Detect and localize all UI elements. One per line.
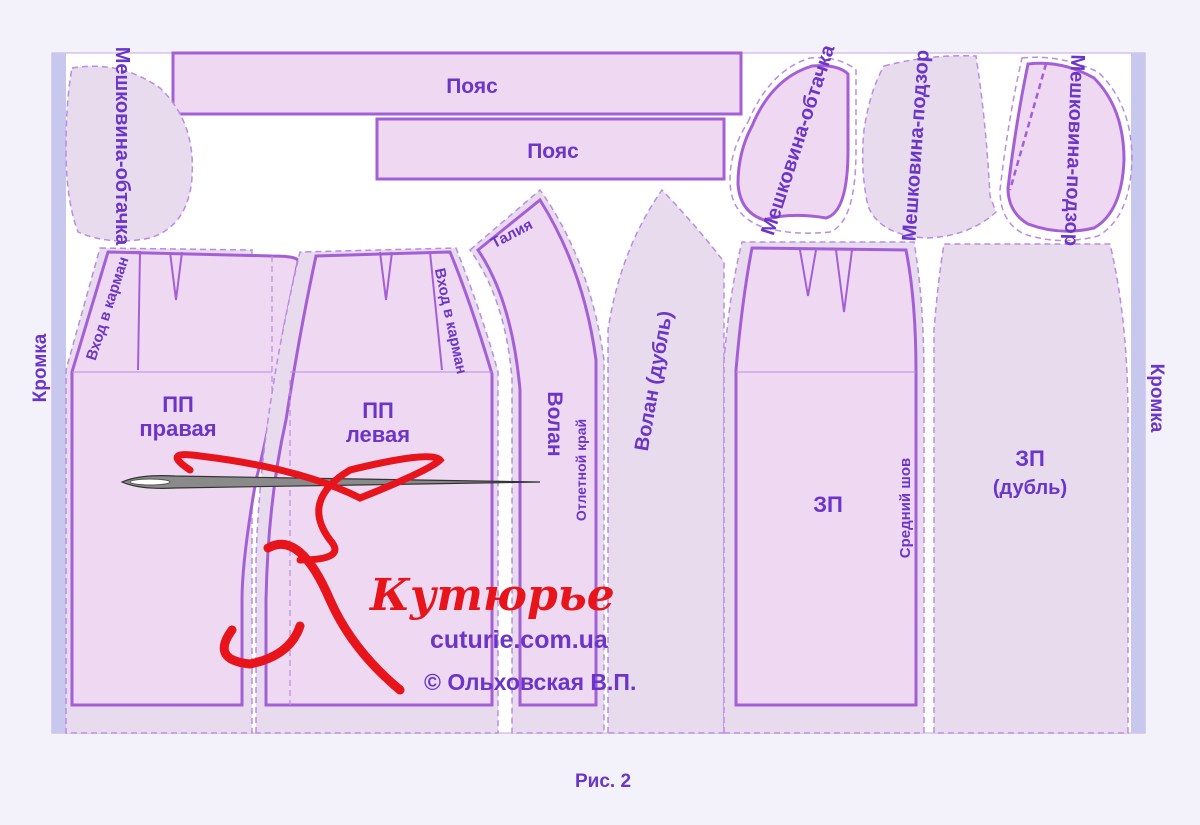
flounce-label: Волан — [543, 391, 566, 456]
pocket-lining-1-piece — [861, 54, 997, 239]
belt-second-label: Пояс — [527, 140, 579, 163]
pocket-facing-right-dash — [729, 57, 857, 234]
back-panel-dart-1 — [799, 249, 817, 297]
selvedge-right-label: Кромка — [1146, 364, 1167, 433]
thread-swirl-icon — [173, 451, 445, 564]
pocket-facing-left-piece — [65, 65, 194, 242]
selvedge-left-label: Кромка — [30, 333, 51, 402]
back-double-piece — [933, 243, 1129, 734]
pocket-lining-2-dash — [999, 56, 1133, 242]
front-right-pocket-entry — [108, 251, 142, 371]
flounce-double-piece — [607, 188, 725, 734]
back-panel-dart-2 — [835, 249, 853, 313]
center-seam-label: Средний шов — [897, 458, 914, 558]
pocket-lining-2-marking — [1008, 63, 1048, 191]
back-double-label-2: (дубль) — [993, 477, 1067, 499]
front-right-label-2: правая — [139, 416, 216, 441]
back-panel-piece — [734, 246, 918, 707]
pocket-facing-right-piece — [736, 64, 850, 222]
front-left-dart — [379, 251, 393, 301]
belt-second-piece — [375, 117, 726, 181]
front-left-label-2: левая — [346, 422, 410, 447]
belt-top-piece — [171, 51, 743, 116]
logo-copyright-text: © Ольховская В.П. — [424, 669, 636, 695]
back-panel-label: ЗП — [813, 492, 843, 517]
flounce-hem-label: Отлетной край — [573, 419, 589, 521]
selvedge-left — [52, 53, 66, 733]
selvedge-right — [1131, 53, 1145, 733]
logo: Кутюрье cuturie.com.ua © Ольховская В.П. — [120, 451, 636, 695]
figure-caption: Рис. 2 — [575, 771, 631, 792]
flounce-piece — [475, 197, 598, 707]
belt-top-label: Пояс — [446, 75, 498, 98]
front-right-label-1: ПП — [162, 392, 194, 417]
front-left-label-1: ПП — [362, 398, 394, 423]
front-right-dart — [169, 251, 183, 301]
pocket-facing-left-label: Мешковина-обтачка — [111, 47, 133, 246]
front-left-pocket-entry — [429, 251, 443, 371]
logo-brand-text: Кутюрье — [368, 570, 615, 621]
back-double-label-1: ЗП — [1015, 446, 1045, 471]
pocket-lining-2-piece — [1006, 61, 1126, 233]
logo-site-text: cuturie.com.ua — [430, 626, 609, 654]
